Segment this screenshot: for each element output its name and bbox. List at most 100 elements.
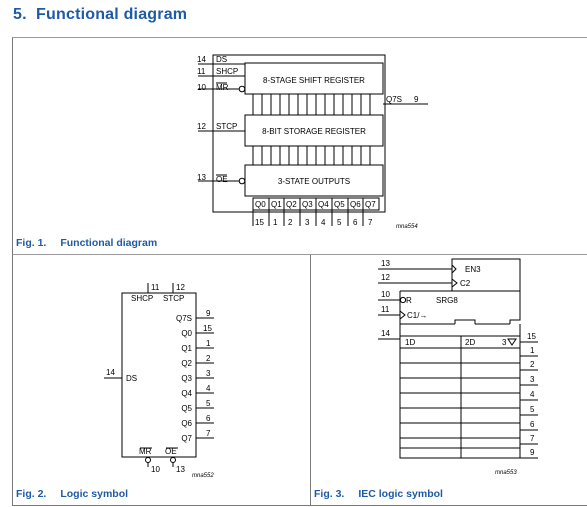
fig3-pin-c2: 12 (381, 273, 390, 282)
fig3-control-block (451, 258, 521, 292)
fig2-pin-stcp: 12 (176, 283, 185, 292)
fig2-caption: Fig. 2.Logic symbol (16, 488, 128, 500)
fig1-out-q5: Q5 (334, 200, 345, 209)
fig3-out-pin-4: 3 (530, 375, 535, 384)
fig3-label-c1: C1/→ (407, 311, 427, 320)
fig2-pin-q6: 6 (206, 414, 211, 423)
fig2-top-leads (147, 283, 174, 293)
fig2-out-q5: Q5 (181, 404, 192, 413)
fig2-oe-inversion-bubble (170, 457, 176, 463)
fig3-reference: mna553 (495, 470, 517, 476)
fig2-label-ds: DS (126, 374, 137, 383)
fig2-label-oe: OE (165, 447, 177, 456)
fig1-caption: Fig. 1. Functional diagram (16, 237, 157, 249)
fig3-srg-bottom (399, 324, 521, 337)
fig2-pin-q7: 7 (206, 429, 211, 438)
fig3-out-pin-8: 7 (530, 434, 535, 443)
fig2-pin-q1: 1 (206, 339, 211, 348)
fig3-pin-r: 10 (381, 290, 390, 299)
fig3-label-2d: 2D (465, 338, 475, 347)
fig3-iec-symbol (378, 258, 538, 459)
fig1-outputs-label: 3-STATE OUTPUTS (278, 177, 350, 186)
fig1-input-lines (198, 63, 245, 182)
fig1-out-q1: Q1 (271, 200, 282, 209)
fig1-caption-text: Functional diagram (60, 237, 158, 249)
fig2-symbol-body (121, 292, 197, 458)
fig3-label-1d: 1D (405, 338, 415, 347)
fig2-out-q4: Q4 (181, 389, 192, 398)
fig3-three-state-icon (507, 338, 517, 346)
fig1-mr-inversion-bubble (238, 85, 246, 93)
fig1-pin-stcp: 12 (197, 122, 206, 131)
fig2-label-stcp: STCP (163, 294, 184, 303)
fig3-pin-d1: 14 (381, 329, 390, 338)
fig1-out-q6: Q6 (350, 200, 361, 209)
fig1-label-shcp: SHCP (216, 67, 238, 76)
fig2-out-q0: Q0 (181, 329, 192, 338)
fig3-notch-2 (509, 291, 521, 324)
fig1-bus-lines (252, 94, 371, 165)
fig2-logic-symbol (104, 283, 214, 467)
fig3-c1-clock-triangle (399, 310, 406, 320)
fig1-labels: 14 DS 11 SHCP 10 MR 12 STCP 13 OE 8-STAG… (197, 55, 419, 230)
fig3-out-pin-3: 2 (530, 360, 535, 369)
fig2-label-shcp: SHCP (131, 294, 153, 303)
fig1-label-oe: OE (216, 175, 228, 184)
fig2-pin-q7s: 9 (206, 309, 211, 318)
fig3-c2-clock-triangle (451, 278, 458, 288)
fig1-oe-inversion-bubble (238, 177, 246, 185)
fig3-out-pin-9: 9 (530, 448, 535, 457)
fig3-label-r: R (406, 296, 412, 305)
fig2-out-q1: Q1 (181, 344, 192, 353)
fig3-label-c2: C2 (460, 279, 471, 288)
fig1-caption-number: Fig. 1. (16, 237, 47, 249)
fig1-pin-shcp: 11 (197, 67, 206, 76)
fig1-storage-register-label: 8-BIT STORAGE REGISTER (262, 127, 366, 136)
fig2-pin-shcp: 11 (151, 283, 160, 292)
fig2-label-mr: MR (139, 447, 152, 456)
fig2-pin-q0: 15 (203, 324, 212, 333)
fig1-shift-register-label: 8-STAGE SHIFT REGISTER (263, 76, 365, 85)
fig2-panel (12, 254, 311, 506)
fig1-out-q0: Q0 (255, 200, 266, 209)
fig3-pin-en: 13 (381, 259, 390, 268)
fig3-caption-number: Fig. 3. (314, 488, 345, 500)
fig2-mr-inversion-bubble (145, 457, 151, 463)
fig3-out-pin-2: 1 (530, 346, 535, 355)
fig3-out-pin-5: 4 (530, 390, 535, 399)
fig2-labels: 11 12 SHCP STCP 14 DS MR OE 10 1 3 Q7S Q0… (106, 283, 214, 479)
fig1-outer-frame (212, 54, 386, 213)
fig1-functional-diagram (198, 54, 428, 226)
fig1-q7s-label: Q7S (386, 95, 402, 104)
fig1-out-q7: Q7 (365, 200, 376, 209)
fig2-output-leads (196, 317, 214, 439)
fig1-active-low-overbars (216, 82, 227, 176)
fig1-pin-q2: 2 (288, 218, 293, 227)
section-number: 5. (13, 6, 27, 23)
fig3-out-pin-6: 5 (530, 405, 535, 414)
section-heading: 5. Functional diagram (13, 6, 187, 24)
fig1-out-q3: Q3 (302, 200, 313, 209)
fig2-out-q6: Q6 (181, 419, 192, 428)
fig1-pin-ds: 14 (197, 55, 206, 64)
fig3-pin-c1: 11 (381, 305, 390, 314)
fig3-r-inversion-bubble (399, 296, 407, 304)
fig1-pin-q6: 6 (353, 218, 358, 227)
fig1-shift-register-block (244, 62, 384, 95)
fig3-output-stack (399, 335, 521, 459)
fig1-out-q2: Q2 (286, 200, 297, 209)
fig3-label-srg8: SRG8 (436, 296, 458, 305)
fig2-pin-mr: 10 (151, 465, 160, 474)
fig3-input-lines (378, 268, 452, 340)
fig3-out-pin-1: 15 (527, 332, 536, 341)
fig3-srg-frame (399, 290, 510, 325)
fig3-panel (310, 254, 587, 506)
fig1-label-stcp: STCP (216, 122, 237, 131)
fig1-reference: mna554 (396, 224, 418, 230)
fig1-out-q4: Q4 (318, 200, 329, 209)
fig2-pin-ds: 14 (106, 368, 115, 377)
fig2-pin-q3: 3 (206, 369, 211, 378)
fig2-caption-number: Fig. 2. (16, 488, 47, 500)
fig2-out-q7s: Q7S (176, 314, 192, 323)
